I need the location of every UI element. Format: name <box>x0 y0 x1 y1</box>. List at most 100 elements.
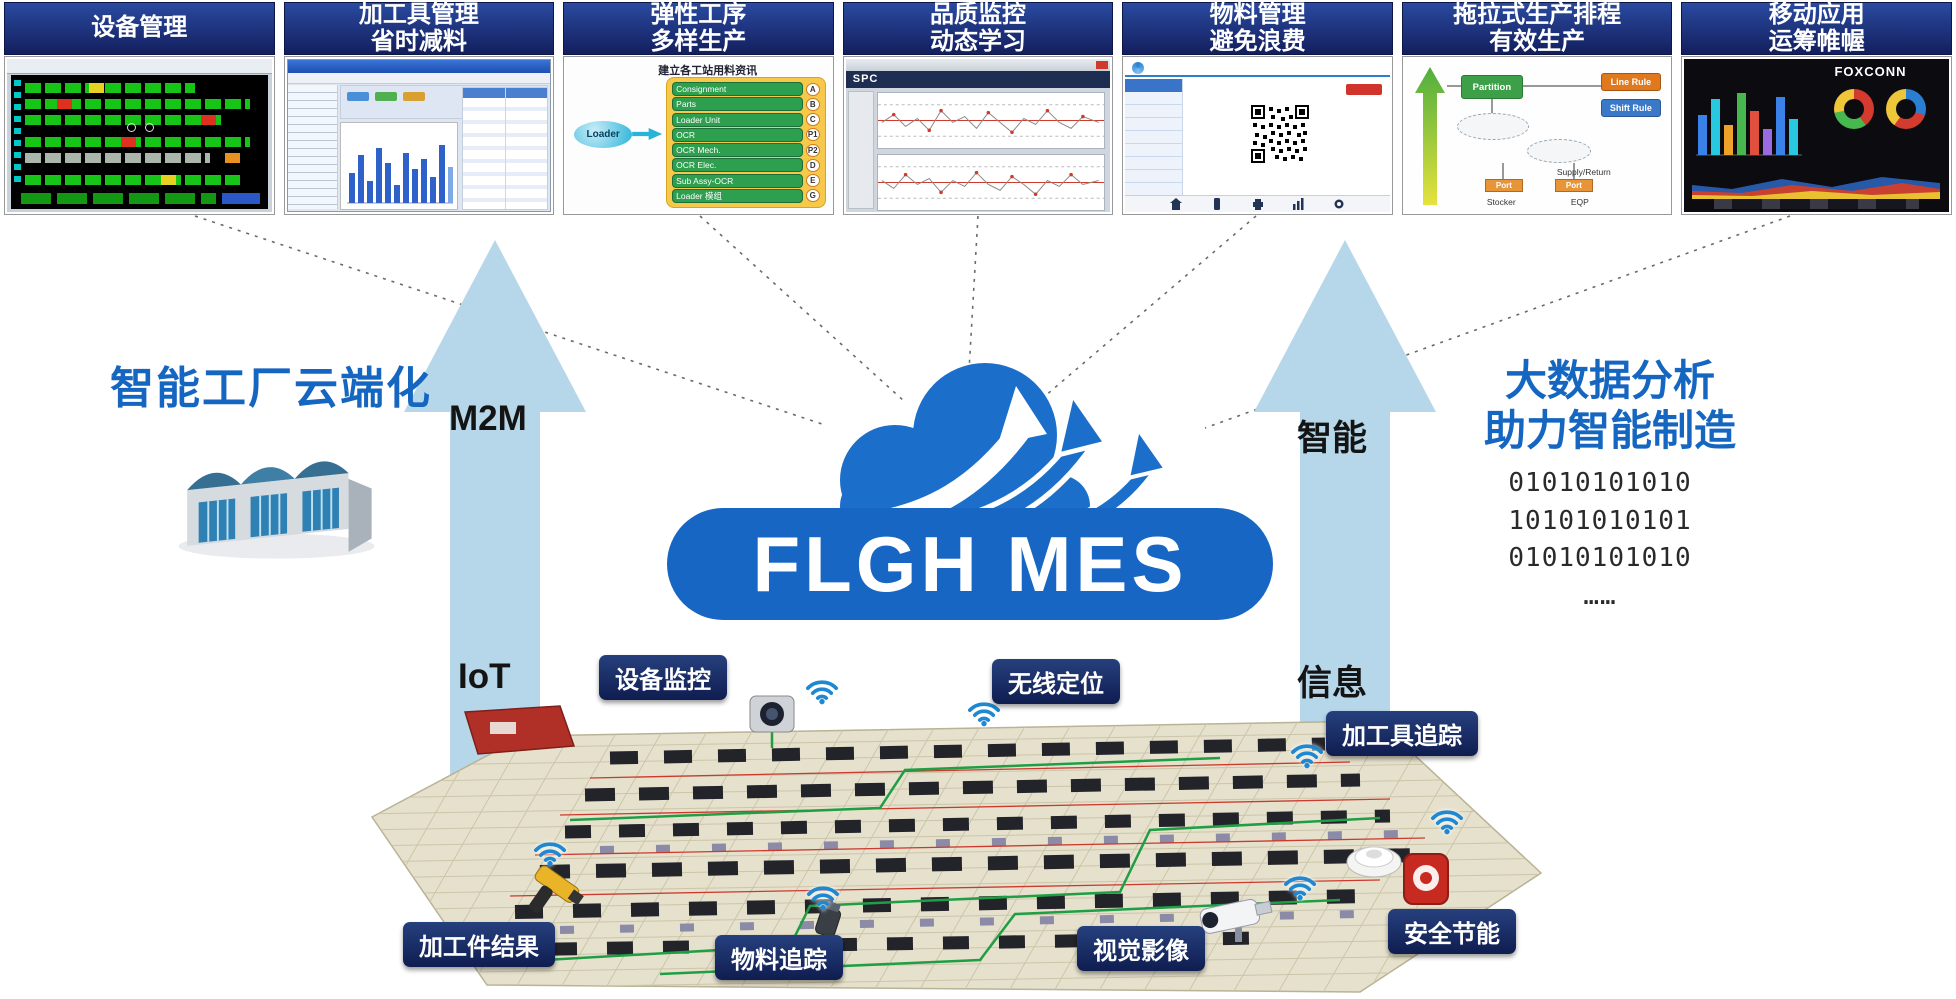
smoke-detector-device <box>1346 846 1402 878</box>
diagram-box-partition: Partition <box>1460 75 1523 99</box>
qr-code <box>1251 105 1310 163</box>
card-screenshot-material <box>1122 56 1393 215</box>
flow-step-tag: E <box>805 174 820 188</box>
floor-badge-wireless-positioning: 无线定位 <box>992 659 1120 704</box>
floor-badge-safety-energy: 安全节能 <box>1388 909 1516 954</box>
flow-step: Loader Unit <box>672 112 803 127</box>
dashboard-area-chart <box>1692 177 1941 199</box>
dashboard-mock: FOXCONN <box>1684 59 1950 212</box>
card-title-line: 有效生产 <box>1489 27 1586 55</box>
spc-chart-lower <box>876 154 1106 211</box>
binary-data-text: 01010101010 10101010101 01010101010 …… <box>1450 465 1750 616</box>
wifi-icon <box>1290 740 1324 770</box>
floor-badge-workpiece-result: 加工件结果 <box>403 922 555 967</box>
spc-chart-upper <box>876 92 1106 149</box>
red-button-mock <box>1345 84 1382 95</box>
flow-step-tag: G <box>805 189 820 203</box>
right-up-arrow <box>1254 240 1436 880</box>
factory-illustration <box>178 461 375 559</box>
dashboard-donut-chart <box>1886 89 1927 129</box>
left-section-title: 智能工厂云端化 <box>110 364 432 413</box>
label-intelligence: 智能 <box>1297 419 1368 458</box>
card-title-line: 加工具管理 <box>358 0 479 28</box>
card-title-line: 弹性工序 <box>650 0 747 28</box>
feature-card-mobile-app: 移动应用 运筹帷幄 FOXCONN <box>1681 0 1953 215</box>
flow-step: Consignment <box>672 82 803 96</box>
diagram-cloud <box>1526 139 1591 163</box>
mes-logo-text: FLGH MES <box>752 519 1188 608</box>
home-icon <box>1169 198 1182 210</box>
dashboard-icon-dock <box>1714 199 1920 209</box>
flow-step-tag: A <box>805 82 820 96</box>
left-up-arrow <box>404 240 586 918</box>
flow-step: Loader 模组 <box>672 188 803 203</box>
diagram-eqp-label: EQP <box>1570 197 1589 207</box>
card-title-material: 物料管理 避免浪费 <box>1122 0 1393 55</box>
feature-card-tool-mgmt: 加工具管理 省时减料 <box>283 0 555 215</box>
right-title-line1: 大数据分析 <box>1504 357 1715 404</box>
card-title-line: 物料管理 <box>1209 0 1306 28</box>
flow-step: OCR Elec. <box>672 158 803 173</box>
wifi-icon <box>533 838 567 868</box>
label-iot: IoT <box>458 657 511 696</box>
card-title-scheduling: 拖拉式生产排程 有效生产 <box>1401 0 1673 55</box>
feature-card-quality: 品质监控 动态学习 SPC <box>842 1 1114 215</box>
feature-card-scheduling: 拖拉式生产排程 有效生产 <box>1401 0 1673 215</box>
card-title-process: 弹性工序 多样生产 <box>563 0 834 55</box>
printer-icon <box>1252 199 1263 210</box>
diagram-stocker-label: Stocker <box>1486 197 1516 207</box>
temperature-gun-device <box>529 865 584 913</box>
red-building <box>464 705 576 755</box>
flow-step: OCR <box>672 127 803 142</box>
dashboard-donut-chart <box>1834 89 1875 129</box>
mes-banner: FLGH MES <box>667 508 1273 620</box>
gear-icon <box>1334 199 1344 209</box>
card-title-mobile: 移动应用 运筹帷幄 <box>1681 0 1953 55</box>
flow-step: OCR Mech. <box>672 143 803 158</box>
card-title-quality: 品质监控 动态学习 <box>842 1 1114 55</box>
binary-line: …… <box>1583 581 1617 612</box>
dashboard-bar-chart <box>1696 93 1803 156</box>
barcode-scanner-device <box>815 901 842 938</box>
bottom-icon-dock <box>1125 195 1390 212</box>
loader-node: Loader <box>574 121 633 148</box>
spc-app-mock: SPC <box>845 59 1111 212</box>
app-logo-icon <box>1132 62 1145 74</box>
card-title-line: 移动应用 <box>1768 0 1865 28</box>
flow-step-tag: P2 <box>805 143 820 157</box>
card-title-line: 避免浪费 <box>1209 27 1306 55</box>
gradient-up-arrow <box>1414 67 1445 205</box>
floor-badge-tool-tracking: 加工具追踪 <box>1326 711 1478 756</box>
phone-icon <box>1213 198 1220 210</box>
card-screenshot-scheduling: Partition Line Rule Shift Rule Supply/Re… <box>1401 56 1673 215</box>
label-information: 信息 <box>1297 664 1368 703</box>
material-app-mock <box>1125 59 1390 212</box>
flow-step-tag: P1 <box>805 128 820 142</box>
spc-brand: SPC <box>845 71 1111 88</box>
flow-step-tag: B <box>805 97 820 111</box>
feature-card-equipment-mgmt: 设备管理 <box>4 2 275 215</box>
card-screenshot-quality: SPC <box>842 56 1114 215</box>
monitoring-camera-device <box>749 695 795 748</box>
scada-screen-mock <box>7 59 272 212</box>
binary-line: 01010101010 <box>1508 543 1692 574</box>
flow-step-tag: D <box>805 158 820 172</box>
flow-step: Sub Assy-OCR <box>672 173 803 188</box>
diagram-port: Port <box>1554 179 1593 192</box>
card-screenshot-mobile: FOXCONN <box>1681 56 1953 215</box>
binary-line: 01010101010 <box>1508 468 1692 498</box>
card-screenshot-tool <box>283 56 555 215</box>
card-title-line: 设备管理 <box>91 14 188 42</box>
flow-arrow-icon <box>632 128 663 140</box>
card-title-line: 拖拉式生产排程 <box>1453 0 1622 28</box>
diagram-cloud <box>1456 113 1529 140</box>
feature-card-material-mgmt: 物料管理 避免浪费 <box>1122 0 1393 215</box>
security-camera-device <box>1199 898 1273 942</box>
diagram-supply-label: Supply/Return <box>1556 167 1611 177</box>
dashboard-brand: FOXCONN <box>1834 64 1907 79</box>
flow-step: Parts <box>672 97 803 112</box>
